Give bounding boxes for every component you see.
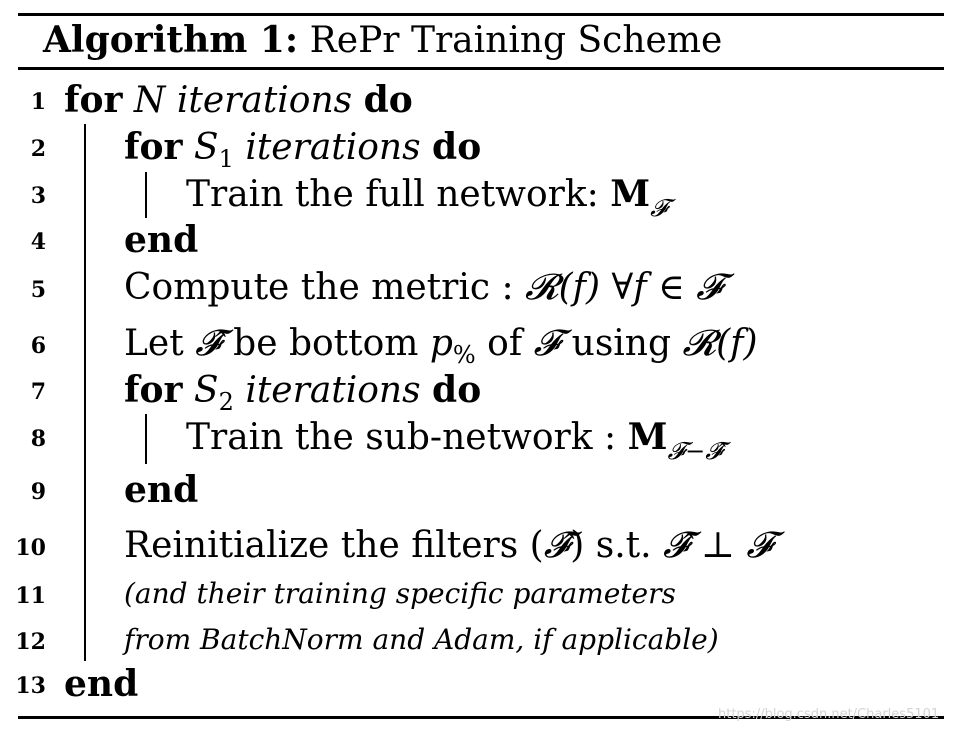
math-subscript: 2: [218, 388, 234, 416]
math-var: N: [133, 80, 166, 121]
outer-loop-bar: [84, 124, 86, 661]
watermark: https://blog.csdn.net/Charles5101: [718, 707, 940, 722]
math-subscript: 𝓕−𝓕̂: [667, 437, 723, 465]
keyword: do: [432, 126, 482, 168]
math-var: S: [193, 127, 219, 168]
comment-text: from BatchNorm and Adam, if applicable): [124, 623, 719, 656]
algorithm-title: Algorithm 1: RePr Training Scheme: [43, 18, 722, 63]
inner-loop1-bar: [145, 172, 147, 218]
line-number: 7: [30, 379, 46, 405]
math-subscript: 𝓕: [650, 194, 668, 222]
line-number: 9: [30, 479, 46, 505]
line-text: Reinitialize the filters (: [124, 525, 544, 566]
line-number: 11: [15, 583, 46, 609]
keyword: for: [64, 79, 123, 121]
line-text: of: [475, 323, 534, 364]
math-expression: 𝓕̂ ⊥ 𝓕: [663, 525, 773, 566]
math-subscript: %: [452, 341, 476, 369]
line-text: Compute the metric :: [124, 267, 526, 308]
line-number: 6: [30, 333, 46, 359]
top-rule: [18, 13, 944, 16]
inner-loop2-bar: [145, 414, 147, 464]
line-number: 4: [30, 229, 46, 255]
line-text: Train the full network:: [186, 174, 611, 215]
line-number: 3: [30, 183, 46, 209]
keyword: for: [124, 369, 183, 411]
line-number: 5: [30, 277, 46, 303]
line-text: iterations: [233, 127, 433, 168]
math-bold: M: [627, 416, 668, 458]
math-expression: 𝓕̂: [543, 525, 571, 566]
line-text: be bottom: [221, 323, 430, 364]
line-text: Let: [124, 323, 196, 364]
header-rule: [18, 67, 944, 70]
math-expression: 𝓡(f): [682, 323, 758, 364]
keyword: end: [124, 219, 199, 261]
math-expression: 𝓕: [533, 323, 561, 364]
keyword: for: [124, 126, 183, 168]
comment-text: (and their training specific parameters: [124, 577, 676, 610]
math-var: p: [429, 323, 453, 364]
math-bold: M: [610, 173, 651, 215]
keyword: do: [363, 79, 413, 121]
line-text: ) s.t.: [570, 525, 664, 566]
line-text: using: [560, 323, 683, 364]
line-text: iterations: [233, 370, 433, 411]
bottom-rule: [18, 716, 944, 719]
line-text: Train the sub-network :: [186, 417, 628, 458]
keyword: end: [124, 469, 199, 511]
math-var: S: [193, 370, 219, 411]
line-number: 8: [30, 426, 46, 452]
line-number: 2: [30, 136, 46, 162]
algorithm-name: RePr Training Scheme: [309, 20, 723, 61]
math-expression: 𝓡(f) ∀f ∈ 𝓕: [525, 267, 723, 308]
keyword: end: [64, 663, 139, 705]
algorithm-label: Algorithm 1:: [43, 19, 299, 61]
line-number: 1: [30, 89, 46, 115]
line-number: 12: [15, 629, 46, 655]
math-subscript: 1: [218, 145, 234, 173]
line-text: iterations: [165, 80, 364, 121]
math-expression: 𝓕̂: [195, 323, 222, 364]
line-number: 10: [15, 535, 46, 561]
line-number: 13: [15, 673, 46, 699]
keyword: do: [432, 369, 482, 411]
